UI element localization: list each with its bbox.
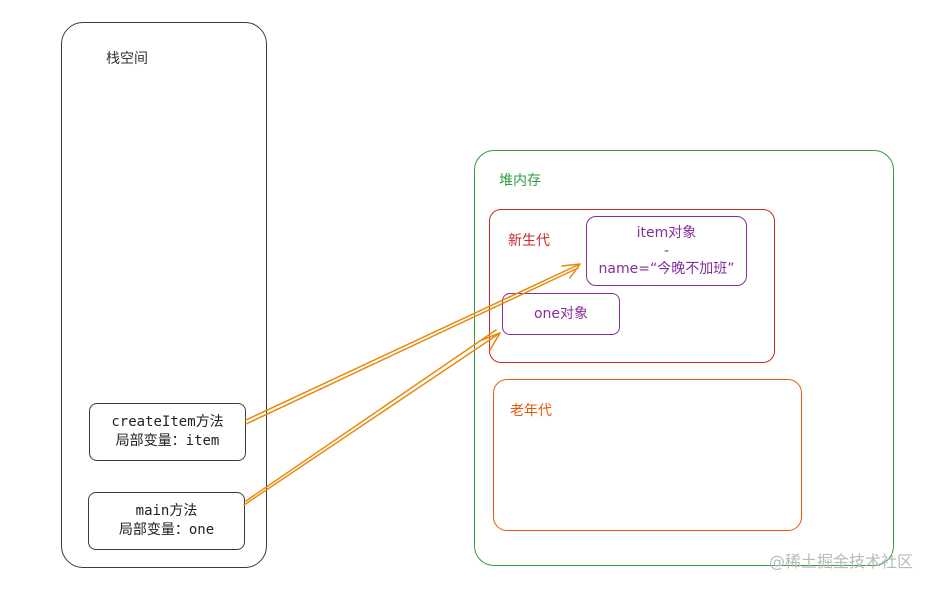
item-object: item对象 - name=“今晚不加班” [586,216,747,286]
item-object-separator: - [663,243,670,259]
main-frame-box [88,492,245,550]
item-object-title: item对象 [636,225,697,241]
old-generation-title: 老年代 [510,403,552,419]
main-method-label: main方法 [135,503,198,519]
create-item-frame: createItem方法 局部变量：item [89,403,246,461]
main-local-var-label: 局部变量：one [118,522,215,538]
young-generation-title: 新生代 [508,233,550,249]
item-object-name-field: name=“今晚不加班” [598,261,735,277]
item-object-box [586,216,747,286]
stack-space-box [61,22,267,568]
one-object-label: one对象 [533,305,589,322]
one-object: one对象 [502,293,620,335]
stack-space-title: 栈空间 [106,51,148,67]
main-frame: main方法 局部变量：one [88,492,245,550]
arrow-main-to-one-object [243,329,501,506]
create-item-local-var-label: 局部变量：item [115,433,220,449]
watermark: @稀土掘金技术社区 [768,552,913,571]
create-item-method-label: createItem方法 [111,414,224,430]
heap-memory-title: 堆内存 [499,173,541,189]
